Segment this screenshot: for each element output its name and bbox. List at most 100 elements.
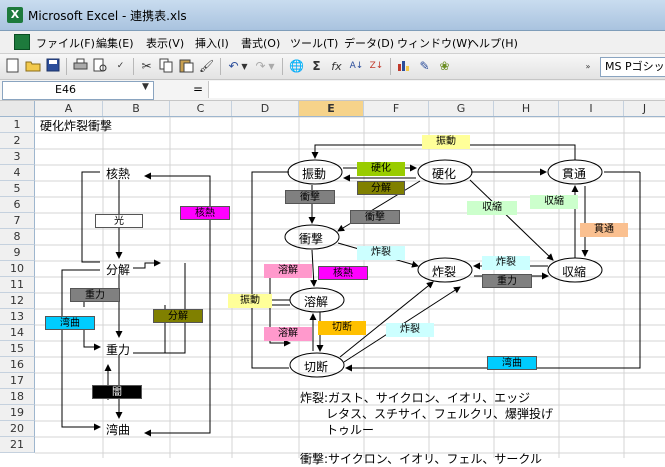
column-header-a[interactable]: A [35,101,103,116]
label-juryoku-left: 重力 [70,288,120,302]
row-header-18[interactable]: 18 [0,389,35,405]
undo-icon[interactable]: ↶ [228,59,239,73]
row-header-15[interactable]: 15 [0,341,35,357]
drawing-icon[interactable]: ✎ [419,59,430,73]
column-header-g[interactable]: G [429,101,494,116]
redo-icon[interactable]: ↷ [255,59,266,73]
insert-function-icon[interactable]: fx [331,60,342,73]
column-header-e[interactable]: E [299,101,364,116]
notes-line-4[interactable]: 衝撃:サイクロン、イオリ、フェル、サークル [300,452,543,466]
format-painter-icon[interactable]: 🖌 [198,59,215,73]
sort-descending-icon[interactable]: Z↓ [369,61,384,71]
redo-dropdown-icon[interactable]: ▼ [268,62,275,71]
label-shindo-left: 振動 [228,294,272,308]
row-header-4[interactable]: 4 [0,165,35,181]
row-header-10[interactable]: 10 [0,261,35,277]
node-wankyoku-left: 湾曲 [106,423,131,437]
formula-input[interactable] [208,81,665,98]
column-header-c[interactable]: C [170,101,232,116]
excel-app-icon[interactable]: X [7,7,23,23]
undo-dropdown-icon[interactable]: ▼ [241,62,248,71]
label-sakuretsu-3: 炸裂 [386,323,434,337]
node-yokai: 溶解 [304,295,329,309]
label-shushuku-1: 収縮 [467,201,517,215]
menu-format[interactable]: 書式(O) [241,37,281,50]
cut-icon[interactable]: ✂ [141,59,152,73]
node-koka: 硬化 [432,167,457,181]
name-box[interactable] [2,81,154,100]
row-header-19[interactable]: 19 [0,405,35,421]
menu-data[interactable]: データ(D) [344,37,395,50]
research-icon[interactable]: ❀ [439,59,450,73]
formula-equals-sign: = [193,82,204,96]
row-header-13[interactable]: 13 [0,309,35,325]
row-header-3[interactable]: 3 [0,149,35,165]
node-shindo: 振動 [302,167,327,181]
label-wankyoku-left: 湾曲 [45,316,95,330]
column-header-h[interactable]: H [494,101,559,116]
sort-ascending-icon[interactable]: A↓ [349,61,364,71]
label-bunkai-right: 分解 [357,181,405,195]
row-header-5[interactable]: 5 [0,181,35,197]
row-header-17[interactable]: 17 [0,373,35,389]
row-header-12[interactable]: 12 [0,293,35,309]
row-header-8[interactable]: 8 [0,229,35,245]
row-header-21[interactable]: 21 [0,437,35,453]
row-header-2[interactable]: 2 [0,133,35,149]
menu-edit[interactable]: 編集(E) [96,37,134,50]
notes-line-2[interactable]: レタス、スチサイ、フェルクリ、爆弾投げ [326,407,554,421]
menu-help[interactable]: ヘルプ(H) [468,37,518,50]
node-kakunetsu-left: 核熱 [106,167,131,181]
row-header-9[interactable]: 9 [0,245,35,261]
save-icon[interactable] [44,58,61,75]
notes-line-3[interactable]: トゥルー [326,423,375,437]
menu-window[interactable]: ウィンドウ(W) [397,37,472,50]
column-header-j[interactable]: J [624,101,665,116]
column-header-b[interactable]: B [103,101,170,116]
menu-insert[interactable]: 挿入(I) [195,37,229,50]
notes-line-1[interactable]: 炸裂:ガスト、サイクロン、イオリ、エッジ [300,391,531,405]
document-menu-icon[interactable] [14,34,30,50]
toolbar-separator [133,58,134,75]
copy-icon[interactable] [158,58,175,75]
spelling-icon[interactable]: ✓ [116,61,125,71]
menu-view[interactable]: 表示(V) [146,37,185,50]
paste-icon[interactable] [178,58,195,75]
label-setsudan: 切断 [318,321,366,335]
label-hikari: 光 [95,214,143,228]
chart-wizard-icon[interactable] [396,58,413,75]
font-name-select[interactable]: MS Pゴシック [600,57,665,77]
autosum-icon[interactable]: Σ [312,59,321,73]
label-shogeki-1: 衝撃 [285,190,335,204]
label-shogeki-2: 衝撃 [350,210,400,224]
name-box-dropdown-icon[interactable]: ▼ [142,82,149,92]
row-header-16[interactable]: 16 [0,357,35,373]
menu-tools[interactable]: ツール(T) [290,37,339,50]
label-kantsu: 貫通 [580,223,628,237]
open-folder-icon[interactable] [24,58,41,75]
row-header-1[interactable]: 1 [0,117,35,133]
row-header-11[interactable]: 11 [0,277,35,293]
toolbar-options-icon[interactable]: » [585,62,591,71]
toolbar-separator [66,58,67,75]
label-shushuku-2: 収縮 [530,195,578,209]
column-header-i[interactable]: I [559,101,624,116]
menu-file[interactable]: ファイル(F) [36,37,95,50]
row-header-20[interactable]: 20 [0,421,35,437]
label-sakuretsu-2: 炸裂 [482,256,530,270]
print-icon[interactable] [72,58,89,75]
hyperlink-icon[interactable]: 🌐 [289,59,304,73]
new-document-icon[interactable] [4,58,21,75]
name-box-value: E46 [55,83,76,96]
row-header-7[interactable]: 7 [0,213,35,229]
select-all-corner[interactable] [0,101,35,116]
column-header-d[interactable]: D [232,101,299,116]
column-header-f[interactable]: F [364,101,429,116]
row-header-14[interactable]: 14 [0,325,35,341]
print-preview-icon[interactable] [92,58,109,75]
toolbar-separator [390,58,391,75]
row-header-6[interactable]: 6 [0,197,35,213]
label-kakunetsu-left: 核熱 [180,206,230,220]
cell-a1[interactable]: 硬化炸裂衝撃 [40,119,113,133]
node-juryoku-left: 重力 [106,343,131,357]
